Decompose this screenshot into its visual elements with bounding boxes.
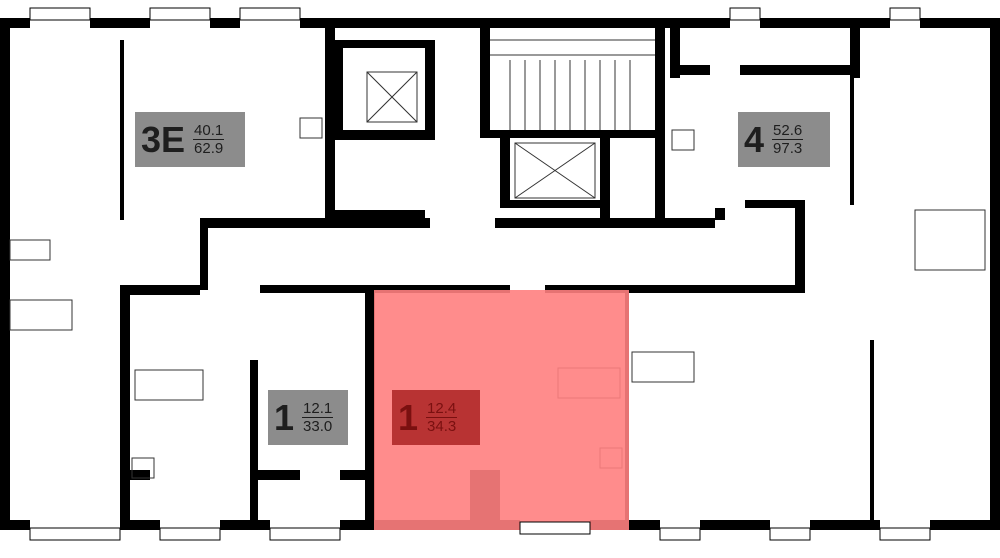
room-count: 4 (744, 118, 765, 160)
living-area: 12.4 (426, 400, 458, 418)
room-count: 1 (398, 396, 419, 438)
living-area: 52.6 (772, 122, 804, 140)
total-area: 62.9 (194, 140, 224, 157)
total-area: 33.0 (303, 418, 333, 435)
windows (29, 7, 931, 541)
fixtures (9, 39, 986, 479)
living-area: 40.1 (193, 122, 225, 140)
room-count: 3E (141, 118, 186, 160)
total-area: 97.3 (773, 140, 803, 157)
living-area: 12.1 (302, 400, 334, 418)
room-count: 1 (274, 396, 295, 438)
total-area: 34.3 (427, 418, 457, 435)
